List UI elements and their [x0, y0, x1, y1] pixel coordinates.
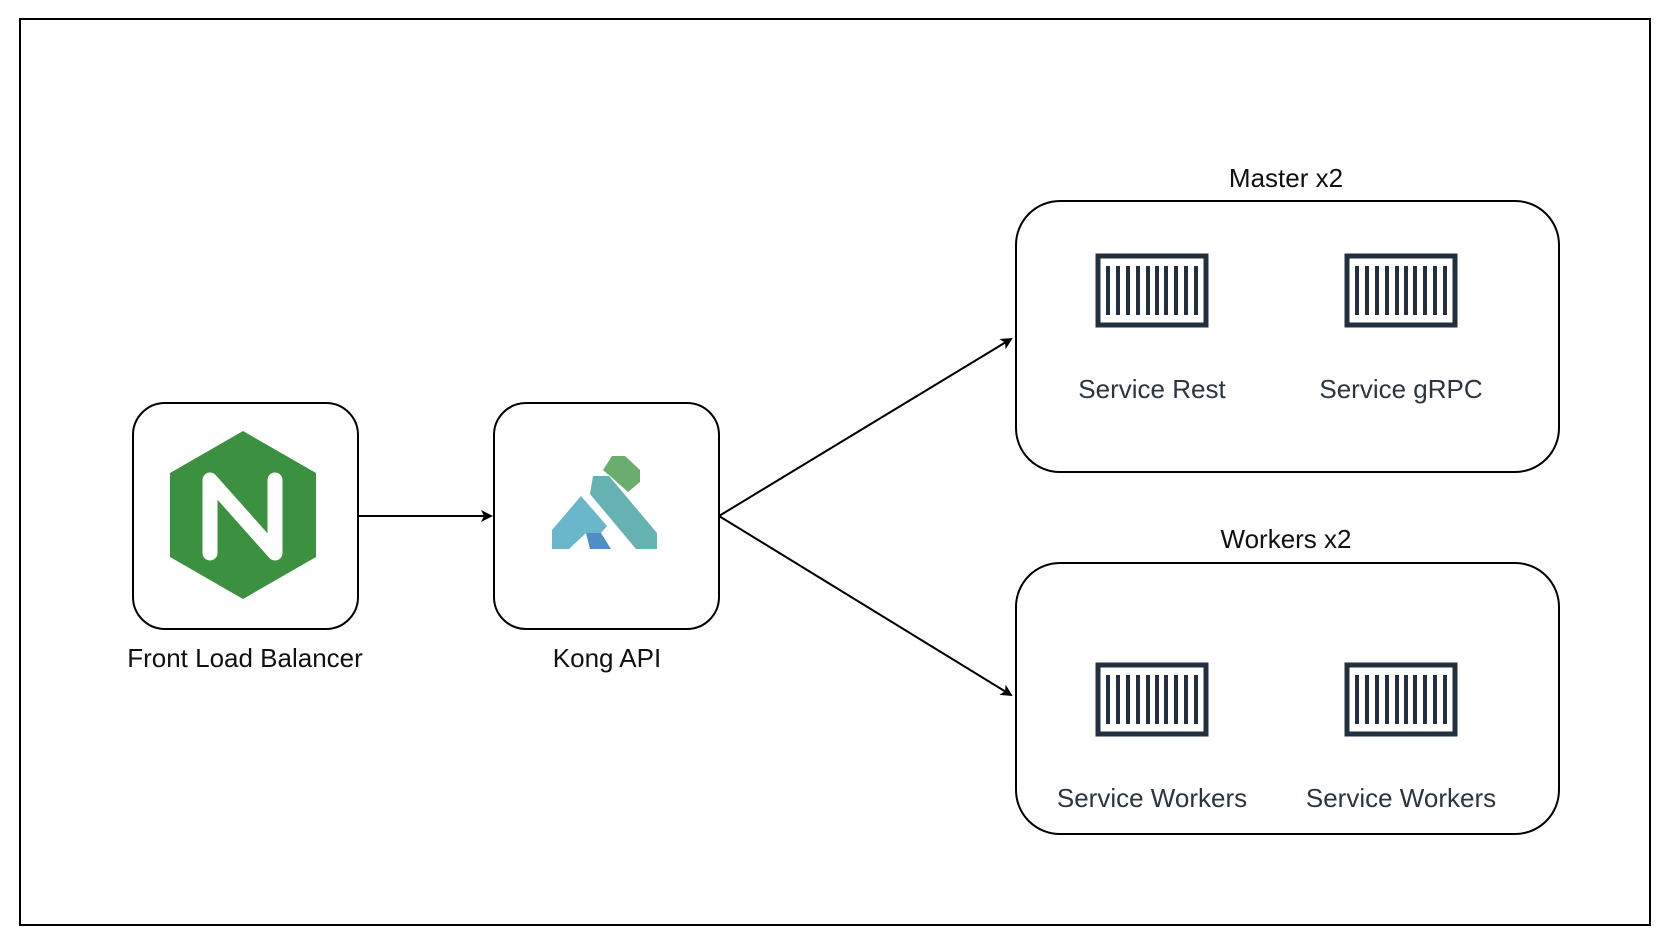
arrow-kong-to-master	[718, 337, 1013, 517]
service-workers-label-2: Service Workers	[1306, 783, 1496, 813]
service-grpc-label: Service gRPC	[1319, 374, 1482, 404]
service-rest-card[interactable]: Service Rest	[1078, 253, 1226, 404]
workers-group[interactable]: Workers x2 Service Workers	[1015, 524, 1560, 835]
nginx-icon	[170, 431, 316, 599]
kong-api-node[interactable]: Kong API	[493, 402, 720, 673]
service-workers-label-1: Service Workers	[1057, 783, 1247, 813]
kong-icon	[552, 456, 657, 549]
load-balancer-node[interactable]: Front Load Balancer	[127, 402, 363, 673]
master-group-title: Master x2	[1229, 163, 1343, 193]
service-workers-card-1[interactable]: Service Workers	[1057, 662, 1247, 813]
service-rest-label: Service Rest	[1078, 374, 1226, 404]
container-icon	[1344, 253, 1458, 328]
load-balancer-label: Front Load Balancer	[127, 643, 363, 673]
master-group[interactable]: Master x2 Service Rest	[1015, 163, 1560, 473]
container-icon	[1095, 253, 1209, 328]
kong-api-label: Kong API	[553, 643, 661, 673]
workers-group-box	[1015, 562, 1560, 835]
connectors	[358, 337, 1013, 697]
kong-api-box	[493, 402, 720, 630]
arrow-kong-to-workers	[718, 515, 1013, 697]
master-group-box	[1015, 200, 1560, 473]
workers-group-title: Workers x2	[1221, 524, 1352, 554]
container-icon	[1095, 662, 1209, 737]
container-icon	[1344, 662, 1458, 737]
service-workers-card-2[interactable]: Service Workers	[1306, 662, 1496, 813]
service-grpc-card[interactable]: Service gRPC	[1319, 253, 1483, 404]
